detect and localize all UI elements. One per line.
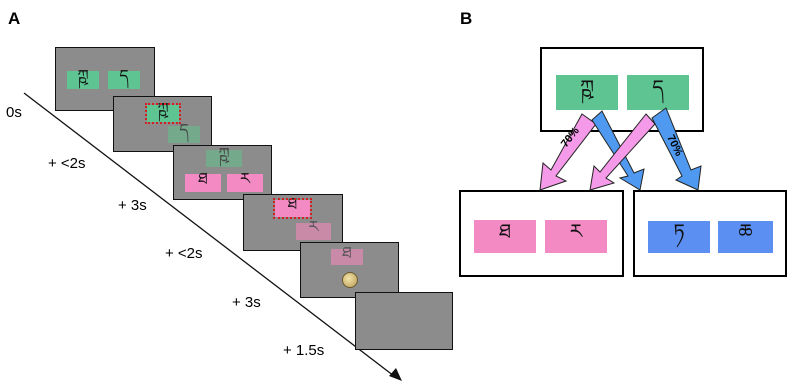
panel-b-stage2-pink-left: ཐ	[474, 219, 536, 253]
stim-stage1-other: ད	[168, 120, 200, 143]
stim-stage2-left: ཐ	[185, 169, 221, 192]
panel-b-stage1-left: ཀྵ	[556, 75, 618, 110]
trial-screen-2: ཀྵ ད	[113, 96, 212, 152]
stim-stage2-right: ཪ	[227, 169, 263, 192]
coin-reward-icon	[342, 272, 358, 288]
stim-stage1-left: ཀྵ	[67, 66, 99, 89]
time-label-2: + 3s	[118, 197, 147, 214]
time-label-1: + <2s	[48, 155, 86, 172]
stim-stage1-selected: ཀྵ	[145, 99, 181, 124]
trial-screen-6-blank	[355, 292, 453, 350]
time-label-3: + <2s	[165, 245, 203, 262]
trial-screen-4: ཐ ཪ	[243, 194, 343, 251]
arrow-left-common	[539, 113, 597, 191]
time-label-5: + 1.5s	[283, 342, 325, 359]
stage1-box: ཀྵ ད	[540, 47, 704, 132]
stage2-box-blue: ཏ ཆ	[633, 190, 787, 277]
arrow-right-common	[651, 107, 702, 191]
panel-b-stage2-blue-left: ཏ	[648, 219, 710, 253]
stage2-box-pink: ཐ ཪ	[459, 190, 624, 277]
trial-screen-3: ཀྵ ཐ ཪ	[173, 144, 272, 200]
time-label-4: + 3s	[232, 294, 261, 311]
stim-stage2-other: ཪ	[296, 217, 331, 240]
stim-stage2-chosen-dim: ཐ	[331, 243, 363, 265]
time-label-0: 0s	[6, 104, 22, 121]
stim-stage1-chosen-dim: ཀྵ	[206, 144, 242, 167]
stim-stage2-selected: ཐ	[273, 194, 312, 219]
panel-b-stage2-pink-right: ཪ	[545, 219, 607, 253]
panel-b-stage2-blue-right: ཆ	[718, 219, 773, 253]
panel-b-label: B	[460, 9, 473, 28]
arrow-right-rare	[589, 113, 656, 191]
panel-a-label: A	[8, 9, 21, 28]
panel-b-stage1-right: ད	[627, 75, 689, 110]
trial-screen-5: ཐ	[300, 242, 399, 298]
stim-stage1-right: ད	[108, 66, 140, 89]
